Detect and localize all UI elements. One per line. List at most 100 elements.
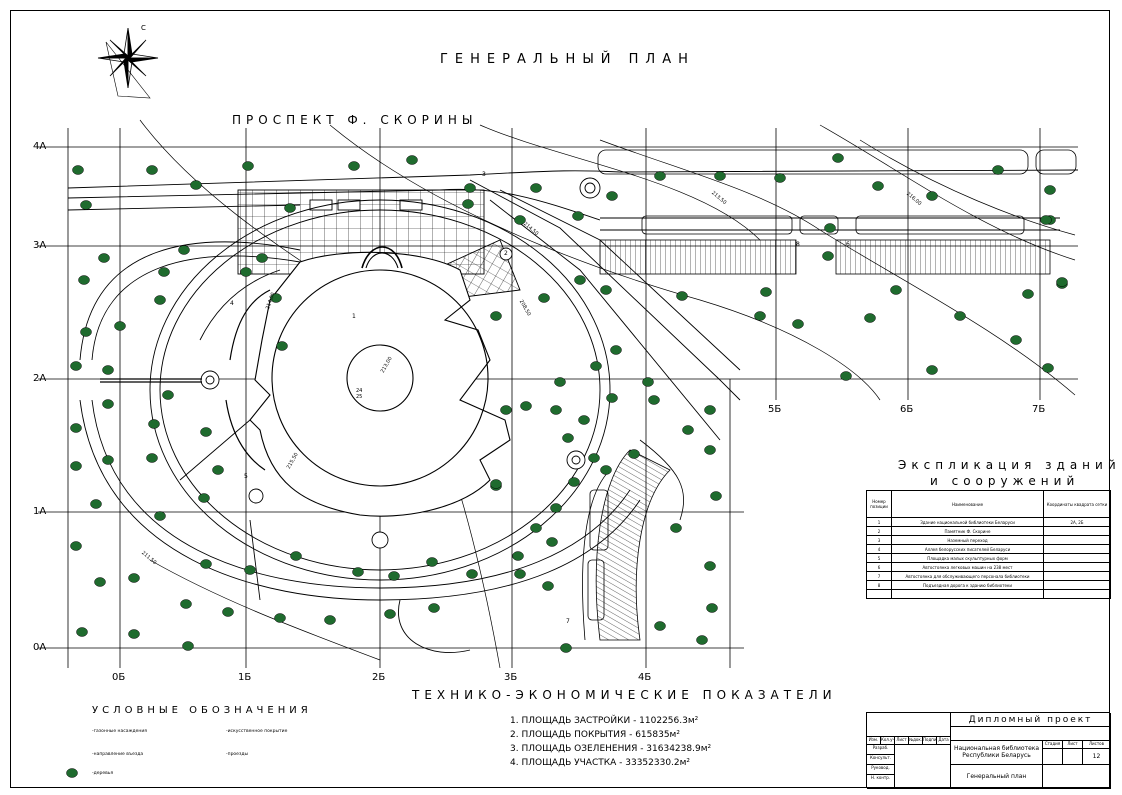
tree-icon bbox=[70, 541, 82, 551]
tree-icon bbox=[606, 191, 618, 201]
stamp-role-head: Руковод. bbox=[867, 765, 895, 775]
compass-rose-icon bbox=[97, 27, 159, 99]
tree-icon bbox=[704, 445, 716, 455]
tree-icon bbox=[642, 377, 654, 387]
tree-icon bbox=[654, 621, 666, 631]
tree-icon bbox=[514, 215, 526, 225]
marker-6: 6 bbox=[846, 241, 850, 248]
grid-col-7b: 7Б bbox=[1032, 404, 1046, 415]
tree-icon bbox=[562, 433, 574, 443]
tree-icon bbox=[78, 275, 90, 285]
tree-icon bbox=[1042, 363, 1054, 373]
tree-icon bbox=[610, 345, 622, 355]
tree-icon bbox=[568, 477, 580, 487]
tree-icon bbox=[70, 461, 82, 471]
tree-icon bbox=[1040, 215, 1052, 225]
tree-icon bbox=[178, 245, 190, 255]
tree-icon bbox=[572, 211, 584, 221]
grid-row-1a: 1A bbox=[33, 506, 47, 517]
stamp-col-izm: Изм. bbox=[867, 737, 881, 745]
compass-label: С bbox=[141, 24, 146, 32]
tree-icon bbox=[212, 465, 224, 475]
indicators-title: ТЕХНИКО-ЭКОНОМИЧЕСКИЕ ПОКАЗАТЕЛИ bbox=[412, 688, 837, 702]
tree-icon bbox=[520, 401, 532, 411]
tree-icon bbox=[574, 275, 586, 285]
tree-icon bbox=[550, 503, 562, 513]
stamp-sheets-total: 12 bbox=[1083, 749, 1111, 765]
tree-icon bbox=[710, 491, 722, 501]
tree-icon bbox=[388, 571, 400, 581]
tree-icon bbox=[578, 415, 590, 425]
tree-icon bbox=[154, 295, 166, 305]
tree-icon bbox=[530, 183, 542, 193]
tree-icon bbox=[158, 267, 170, 277]
ring-paths bbox=[79, 199, 641, 653]
tree-icon bbox=[600, 465, 612, 475]
tree-icon bbox=[670, 523, 682, 533]
tree-icon bbox=[284, 203, 296, 213]
stamp-role-consult: Консульт. bbox=[867, 755, 895, 765]
library-building bbox=[249, 246, 511, 517]
tree-icon bbox=[240, 267, 252, 277]
tree-icon bbox=[94, 577, 106, 587]
stamp-project-type: Дипломный проект bbox=[951, 713, 1111, 727]
marker-5: 5 bbox=[244, 473, 248, 480]
tree-icon bbox=[682, 425, 694, 435]
marker-7: 7 bbox=[566, 618, 570, 625]
stamp-role-dev: Разраб. bbox=[867, 745, 895, 755]
street-name: ПРОСПЕКТ Ф. СКОРИНЫ bbox=[232, 113, 478, 127]
tree-icon bbox=[600, 285, 612, 295]
tree-icon bbox=[70, 423, 82, 433]
tree-icon bbox=[792, 319, 804, 329]
tree-icon bbox=[490, 311, 502, 321]
tree-icon bbox=[832, 153, 844, 163]
tree-icon bbox=[704, 405, 716, 415]
tree-icon bbox=[200, 427, 212, 437]
stamp-sheet-name: Генеральный план bbox=[951, 765, 1043, 789]
tree-icon bbox=[76, 627, 88, 637]
grid-col-5b: 5Б bbox=[768, 404, 782, 415]
grid-col-3b: 3Б bbox=[504, 672, 518, 683]
tree-icon bbox=[542, 581, 554, 591]
stamp-stage bbox=[1043, 749, 1063, 765]
tree-icon bbox=[760, 287, 772, 297]
tree-icon bbox=[352, 567, 364, 577]
tree-icon bbox=[90, 499, 102, 509]
tree-icon bbox=[654, 171, 666, 181]
stamp-stage-header: Стадия bbox=[1043, 741, 1063, 749]
drawing-frame bbox=[10, 10, 1110, 788]
tree-icon bbox=[530, 523, 542, 533]
tree-icon bbox=[102, 399, 114, 409]
tree-icon bbox=[824, 223, 836, 233]
marker-3: 3 bbox=[482, 171, 486, 178]
tree-icon bbox=[1010, 335, 1022, 345]
tree-icon bbox=[114, 321, 126, 331]
grid-row-3a: 3A bbox=[33, 240, 47, 251]
tree-icon bbox=[180, 599, 192, 609]
tree-icon bbox=[182, 641, 194, 651]
tree-icon bbox=[822, 251, 834, 261]
grid-col-0b: 0Б bbox=[112, 672, 126, 683]
tree-icon bbox=[348, 161, 360, 171]
tree-icon bbox=[704, 561, 716, 571]
stamp-signatures bbox=[895, 745, 951, 789]
grid-col-6b: 6Б bbox=[900, 404, 914, 415]
tree-icon bbox=[270, 293, 282, 303]
legend-item-paving: -искусственное покрытие bbox=[226, 729, 288, 734]
indicator-3: 3. ПЛОЩАДЬ ОЗЕЛЕНЕНИЯ - 31634238.9м² bbox=[510, 744, 712, 754]
tree-icon bbox=[840, 371, 852, 381]
tree-icon bbox=[256, 253, 268, 263]
grid-col-4b: 4Б bbox=[638, 672, 652, 683]
tree-icon bbox=[714, 171, 726, 181]
plaza bbox=[237, 189, 521, 301]
tree-icon bbox=[926, 191, 938, 201]
tree-icon bbox=[102, 455, 114, 465]
tree-icon bbox=[384, 609, 396, 619]
marker-4: 4 bbox=[230, 300, 234, 307]
